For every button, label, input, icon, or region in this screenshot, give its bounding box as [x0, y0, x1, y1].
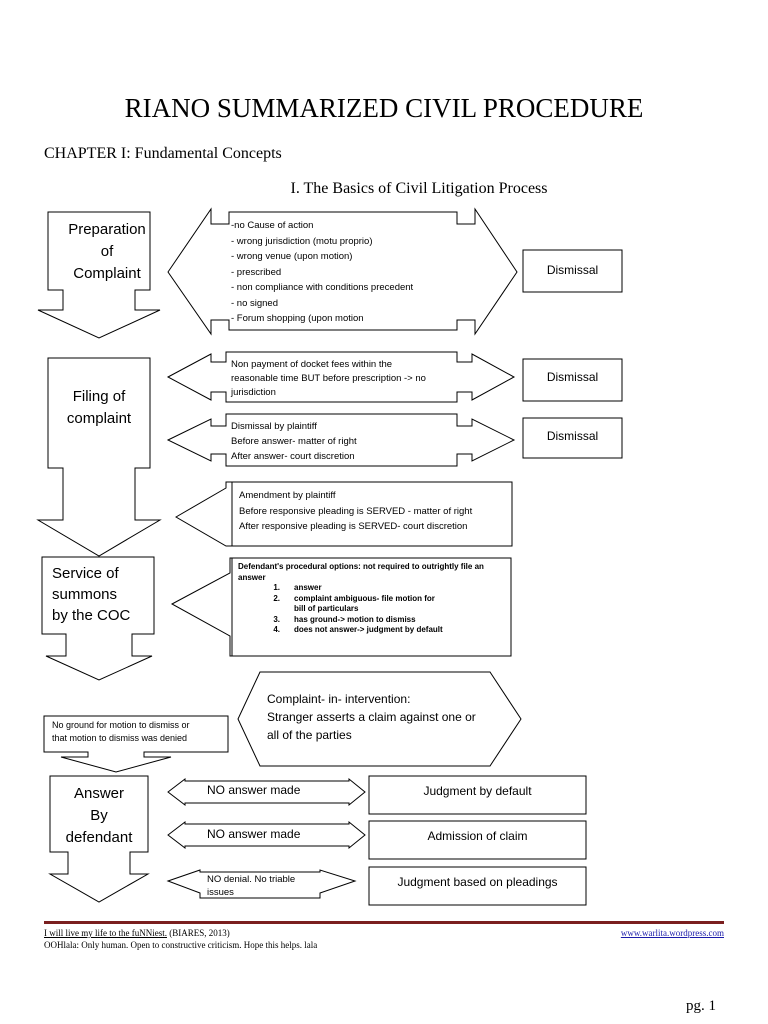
intervention-line: Stranger asserts a claim against one or	[267, 710, 476, 724]
ground-item: - prescribed	[231, 266, 282, 278]
option-item: 3. has ground-> motion to dismiss	[238, 615, 508, 626]
preparation-box-text: Preparation of Complaint	[48, 219, 166, 285]
docket-line: reasonable time BUT before prescription …	[231, 373, 426, 384]
intervention-text: Complaint- in- intervention: Stranger as…	[267, 690, 507, 744]
amendment-inner-box	[231, 481, 513, 547]
docket-line: jurisdiction	[231, 387, 276, 398]
no-answer-text-1: NO answer made	[207, 783, 301, 797]
docket-text: Non payment of docket fees within the re…	[231, 358, 461, 400]
option-number: 2.	[273, 593, 280, 603]
footer-rule	[44, 921, 724, 924]
service-line-3: by the COC	[52, 607, 131, 624]
admission-box	[368, 820, 587, 860]
page-title: RIANO SUMMARIZED CIVIL PROCEDURE	[124, 93, 644, 123]
filing-box	[36, 357, 162, 557]
amendment-line: Amendment by plaintiff	[239, 490, 336, 501]
dismissal-box-1	[522, 249, 623, 293]
option-number: 1.	[273, 583, 280, 592]
no-denial-arrow	[166, 869, 357, 899]
chapter-heading: CHAPTER I: Fundamental Concepts	[44, 145, 282, 162]
footer-quote-source: (BIARES, 2013)	[166, 928, 230, 938]
no-answer-text-2: NO answer made	[207, 827, 301, 841]
service-box	[41, 556, 155, 681]
ground-item: - wrong jurisdiction (motu proprio)	[231, 235, 373, 247]
option-text: answer	[294, 583, 322, 592]
dismissal-label-1: Dismissal	[546, 263, 599, 277]
filing-box-text: Filing of complaint	[48, 386, 150, 430]
service-line-1: Service of	[52, 565, 119, 582]
preparation-box	[37, 211, 161, 339]
no-denial-line: NO denial. No triable	[207, 874, 296, 885]
footer-note: OOHlala: Only human. Open to constructiv…	[44, 940, 318, 950]
option-item: 1. answer	[238, 583, 508, 594]
intervention-line: all of the parties	[267, 728, 352, 742]
amendment-text: Amendment by plaintiff Before responsive…	[239, 488, 511, 535]
option-text: does not answer-> judgment by default	[294, 625, 443, 634]
answer-line-1: Answer	[73, 785, 125, 802]
dismissal-plaintiff-line: Dismissal by plaintiff	[231, 421, 317, 432]
answer-box-text: Answer By defendant	[50, 783, 148, 849]
footer-quote: I will live my life to the fuNNiest. (BI…	[44, 928, 230, 938]
ground-item: -no Cause of action	[231, 220, 314, 231]
dismissal-label-2: Dismissal	[546, 370, 599, 384]
no-answer-arrow-2	[167, 820, 366, 850]
option-item: 4. does not answer-> judgment by default	[238, 625, 508, 636]
amendment-line: After responsive pleading is SERVED- cou…	[239, 521, 468, 532]
no-denial-text: NO denial. No triable issues	[207, 873, 327, 899]
docket-arrow	[166, 351, 516, 403]
service-box-text: Service of summons by the COC	[52, 563, 156, 626]
answer-line-3: defendant	[65, 829, 133, 846]
option-text: has ground-> motion to dismiss	[294, 614, 416, 624]
option-number: 3.	[273, 614, 280, 624]
dismissal-plaintiff-line: After answer- court discretion	[231, 451, 355, 462]
service-line-2: summons	[52, 586, 118, 603]
judgment-default-label: Judgment by default	[423, 784, 532, 798]
no-ground-line: that motion to dismiss was denied	[52, 733, 188, 743]
ground-item: - no signed	[231, 297, 279, 309]
filing-line-2: complaint	[66, 410, 132, 427]
option-number: 4.	[273, 625, 280, 634]
intervention-hexagon	[237, 671, 522, 767]
intervention-line: Complaint- in- intervention:	[267, 692, 411, 706]
answer-box	[48, 775, 150, 903]
no-ground-line: No ground for motion to dismiss or	[52, 720, 190, 730]
grounds-text: -no Cause of action - wrong jurisdiction…	[231, 218, 461, 327]
answer-line-2: By	[90, 807, 108, 824]
admission-label: Admission of claim	[427, 829, 528, 843]
pleadings-label: Judgment based on pleadings	[397, 875, 558, 889]
ground-item: - wrong venue (upon motion)	[231, 251, 353, 262]
no-ground-text: No ground for motion to dismiss or that …	[52, 719, 232, 745]
no-denial-line: issues	[207, 887, 234, 898]
dismissal-plaintiff-line: Before answer- matter of right	[231, 436, 357, 447]
pleadings-box	[368, 866, 587, 906]
preparation-line-2: of	[100, 243, 114, 260]
ground-item: - Forum shopping (upon motion	[231, 313, 364, 324]
preparation-line-1: Preparation	[68, 221, 146, 238]
amendment-line: Before responsive pleading is SERVED - m…	[239, 505, 473, 517]
options-inner-box	[231, 557, 512, 657]
page-number: pg. 1	[686, 998, 716, 1014]
preparation-line-3: Complaint	[73, 265, 141, 282]
no-ground-box	[43, 715, 229, 773]
grounds-arrow	[167, 207, 518, 336]
ground-item: - non compliance with conditions precede…	[231, 282, 414, 293]
dismissal-label-3: Dismissal	[546, 429, 599, 443]
dismissal-box-2	[522, 358, 623, 402]
judgment-default-box	[368, 775, 587, 815]
filing-line-1: Filing of	[72, 388, 126, 405]
dismissal-box-3	[522, 417, 623, 459]
option-text: complaint ambiguous- file motion for bil…	[294, 593, 435, 614]
dismissal-plaintiff-text: Dismissal by plaintiff Before answer- ma…	[231, 419, 461, 464]
docket-line: Non payment of docket fees within the	[231, 359, 393, 370]
dismissal-plaintiff-arrow	[166, 413, 516, 467]
section-heading: I. The Basics of Civil Litigation Proces…	[290, 180, 548, 197]
footer-url-link[interactable]: www.warlita.wordpress.com	[620, 928, 724, 938]
options-heading: Defendant's procedural options: not requ…	[238, 562, 484, 582]
no-answer-arrow-1	[167, 777, 366, 807]
options-text: Defendant's procedural options: not requ…	[238, 562, 508, 636]
option-item: 2. complaint ambiguous- file motion for b…	[238, 594, 508, 615]
footer-quote-text: I will live my life to the fuNNiest.	[44, 928, 167, 938]
